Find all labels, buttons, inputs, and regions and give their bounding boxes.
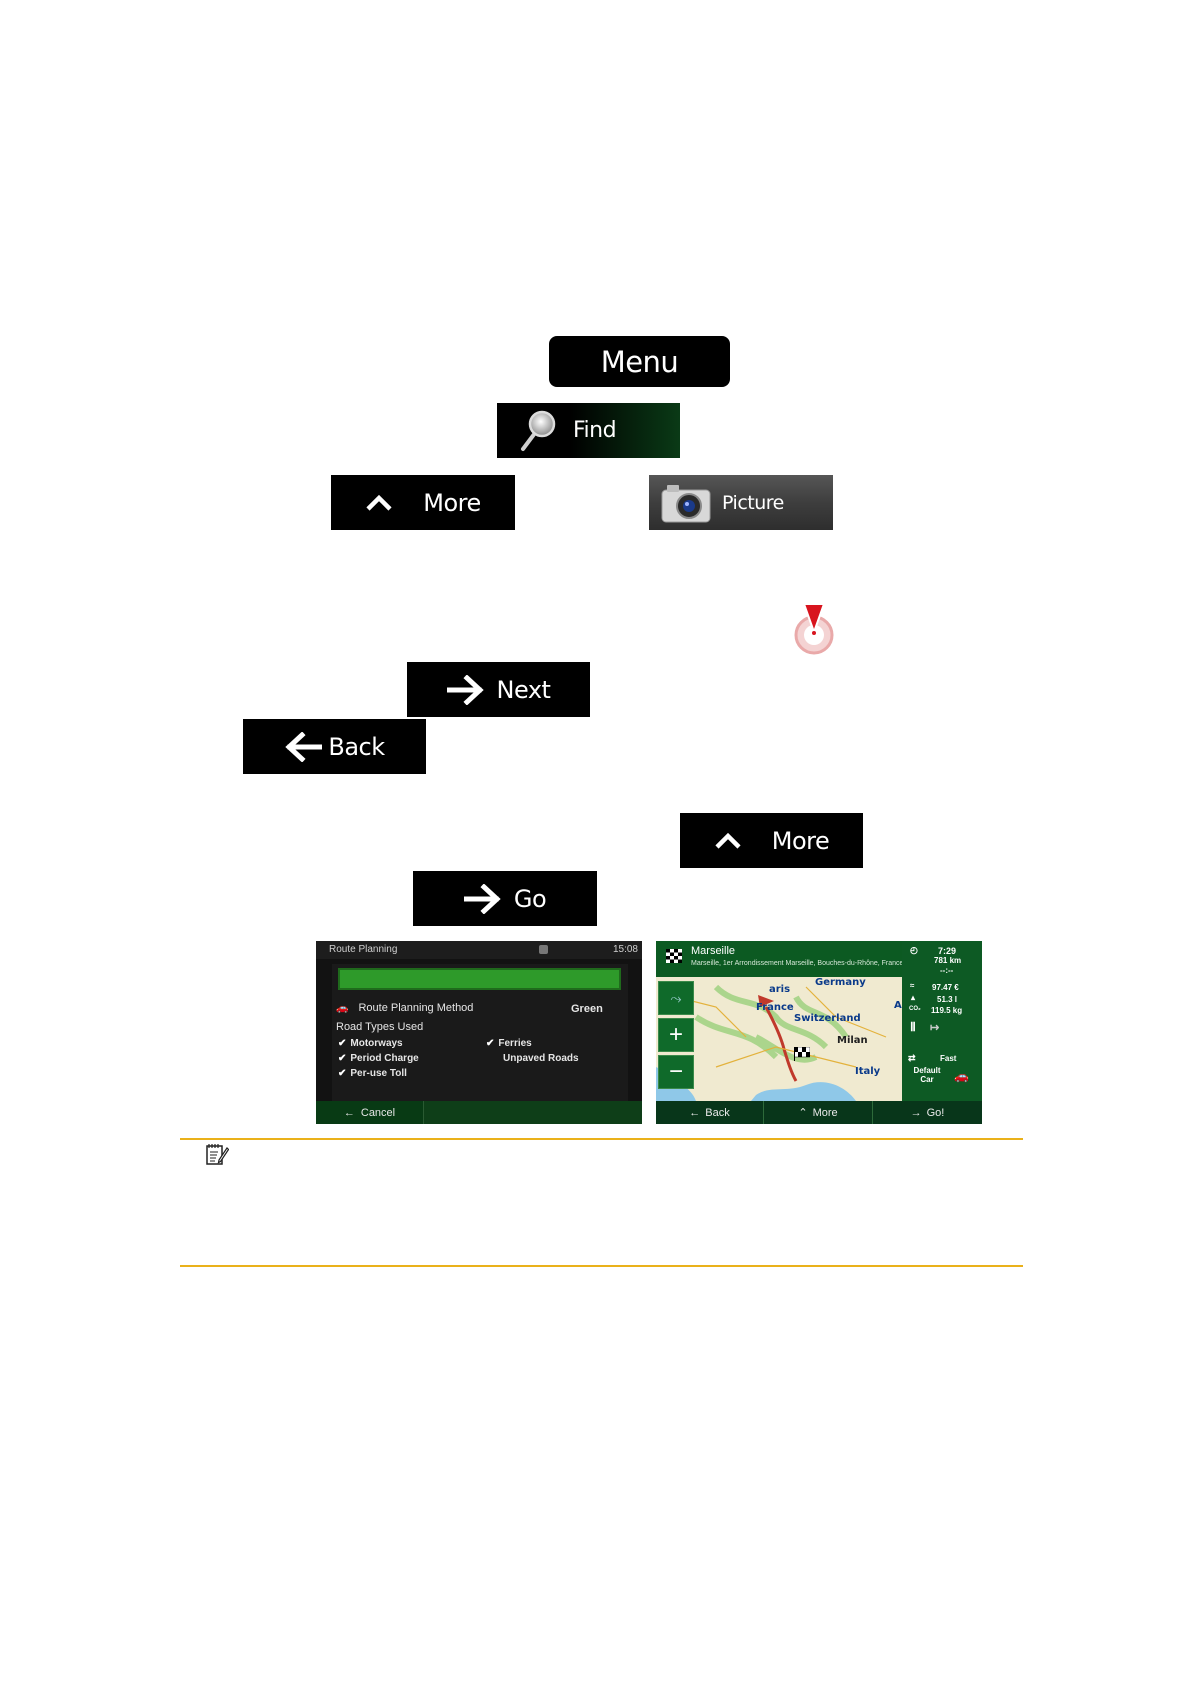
- trip-fuel: 51.3 l: [937, 995, 958, 1004]
- road-types-label: Road Types Used: [336, 1021, 424, 1033]
- destination-name: Marseille: [691, 945, 736, 957]
- arrow-left-icon: ←: [689, 1106, 701, 1119]
- check-icon: ✔: [486, 1038, 495, 1049]
- method-row[interactable]: 🚗 Route Planning Method: [336, 1002, 473, 1014]
- trip-time: 7:29: [938, 946, 957, 956]
- back-button[interactable]: Back: [243, 719, 426, 774]
- check-icon: ✔: [338, 1068, 347, 1079]
- map-back-button[interactable]: ←Back: [656, 1101, 764, 1124]
- signal-icon: [539, 945, 548, 954]
- route-summary-panel: ◴ 7:29 781 km --:-- ≈ 97.47 € ▴ 51.3 l C…: [902, 941, 982, 1101]
- route-method-icon: ⇄: [908, 1053, 916, 1063]
- note-bottom-rule: [180, 1265, 1023, 1267]
- clock: 15:08: [612, 944, 638, 955]
- map-more-button[interactable]: ⌃More: [764, 1101, 873, 1124]
- toll-icon: ↦: [930, 1022, 940, 1034]
- car-icon: 🚗: [954, 1069, 969, 1083]
- note-icon: [206, 1144, 229, 1165]
- map-label-switzerland: Switzerland: [794, 1013, 861, 1024]
- view-mode-button[interactable]: ⤳: [658, 981, 694, 1015]
- more-button-label: More: [423, 488, 481, 517]
- find-button-label: Find: [573, 418, 617, 443]
- method-value: Green: [571, 1003, 603, 1015]
- more-button-2-label: More: [771, 826, 830, 855]
- car-icon: 🚗: [336, 1003, 349, 1014]
- clock-icon: ◴: [910, 945, 918, 955]
- arrow-left-icon: ←: [343, 1106, 355, 1119]
- chevron-up-icon: [366, 494, 392, 511]
- more-button-2[interactable]: More: [680, 813, 863, 868]
- check-icon: ✔: [338, 1053, 347, 1064]
- check-icon: ✔: [338, 1038, 347, 1049]
- more-button[interactable]: More: [331, 475, 515, 530]
- map-label-germany: Germany: [815, 977, 866, 988]
- trip-eta: --:--: [940, 966, 954, 975]
- map-go-button[interactable]: →Go!: [873, 1101, 982, 1124]
- vehicle-profile: Default Car: [913, 1066, 941, 1084]
- picture-button-label: Picture: [722, 491, 784, 514]
- find-button[interactable]: Find: [497, 403, 680, 458]
- destination-header: Marseille Marseille, 1er Arrondissement …: [656, 941, 904, 977]
- arrow-right-icon: [463, 883, 501, 914]
- map-label-paris: aris: [769, 984, 791, 995]
- trip-cost: 97.47 €: [932, 983, 959, 992]
- screen-title: Route Planning: [329, 944, 398, 955]
- map-label-a: A: [894, 1000, 902, 1011]
- road-type-unpaved-roads[interactable]: Unpaved Roads: [503, 1053, 579, 1064]
- route-planning-screenshot: Route Planning 15:08 🚗 Route Planning Met…: [316, 941, 642, 1124]
- go-button[interactable]: Go: [413, 871, 597, 926]
- chevron-up-icon: [715, 832, 741, 849]
- cost-icon: ≈: [910, 981, 915, 990]
- menu-button[interactable]: Menu: [549, 336, 730, 387]
- camera-icon: [661, 484, 711, 522]
- zoom-out-button[interactable]: −: [658, 1055, 694, 1089]
- method-label: Route Planning Method: [358, 1002, 474, 1014]
- road-type-per-use-toll[interactable]: ✔Per-use Toll: [338, 1068, 407, 1079]
- trip-co2: 119.5 kg: [931, 1006, 963, 1015]
- map-label-france: France: [756, 1002, 794, 1013]
- fuel-icon: ▴: [911, 993, 916, 1002]
- next-button[interactable]: Next: [407, 662, 590, 717]
- menu-button-label: Menu: [600, 344, 679, 379]
- zoom-in-button[interactable]: +: [658, 1018, 694, 1052]
- route-map[interactable]: [656, 977, 902, 1101]
- road-type-motorways[interactable]: ✔Motorways: [338, 1038, 403, 1049]
- route-progress-bar: [338, 968, 621, 990]
- note-top-rule: [180, 1138, 1023, 1140]
- destination-address: Marseille, 1er Arrondissement Marseille,…: [691, 960, 904, 967]
- arrow-left-icon: [285, 731, 323, 762]
- cancel-button[interactable]: ←Cancel: [316, 1101, 424, 1124]
- route-icon: ⤳: [670, 989, 682, 1006]
- chevron-up-icon: ⌃: [798, 1107, 808, 1119]
- picture-button[interactable]: Picture: [649, 475, 833, 530]
- arrow-right-icon: →: [910, 1106, 922, 1119]
- go-button-label: Go: [513, 884, 547, 913]
- arrow-right-icon: [446, 674, 484, 705]
- road-type-period-charge[interactable]: ✔Period Charge: [338, 1053, 419, 1064]
- next-button-label: Next: [496, 675, 551, 704]
- route-method: Fast: [940, 1054, 957, 1063]
- magnifier-icon: [521, 410, 556, 451]
- checkered-flag-icon: [666, 949, 682, 963]
- map-label-milan: Milan: [837, 1035, 868, 1046]
- road-warning-icon: Ⅱ: [910, 1020, 916, 1034]
- map-label-italy: Italy: [855, 1066, 881, 1077]
- map-pin-icon: [794, 603, 834, 655]
- route-map-screenshot: Marseille Marseille, 1er Arrondissement …: [656, 941, 982, 1124]
- title-bar: Route Planning 15:08: [316, 941, 642, 959]
- trip-distance: 781 km: [934, 956, 962, 965]
- destination-flag-icon: [794, 1047, 810, 1061]
- road-type-ferries[interactable]: ✔Ferries: [486, 1038, 532, 1049]
- back-button-label: Back: [328, 732, 385, 761]
- co2-label: CO₂: [909, 1006, 921, 1012]
